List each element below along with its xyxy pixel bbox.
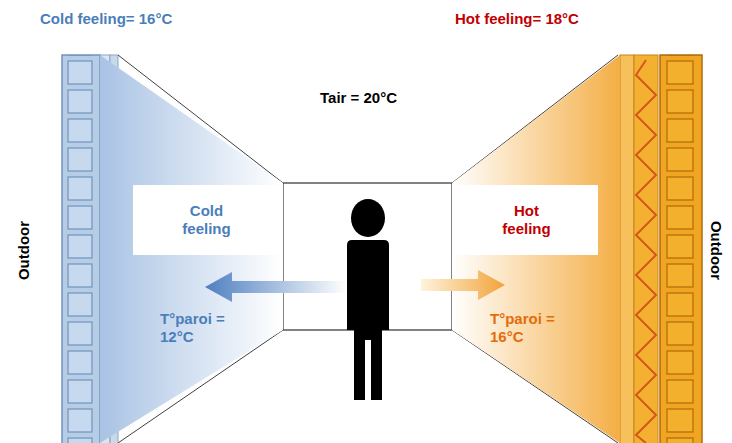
brick-pattern [62, 55, 100, 443]
wall-zone: T°paroi = 16°C Hot feeling [452, 55, 620, 443]
label-box: Hot feeling [455, 185, 598, 255]
brick-pattern [660, 55, 702, 443]
outdoor-label: Outdoor [709, 220, 726, 279]
air-temperature: Tair = 20°C [320, 89, 397, 106]
feeling-label: Cold feeling [172, 202, 242, 238]
hot-feeling-title: Hot feeling= 18°C [455, 10, 579, 27]
person [347, 199, 389, 400]
wall-temperature: T°paroi = 12°C [160, 310, 250, 346]
insulation-panel [620, 55, 634, 443]
heating-coil [636, 60, 656, 443]
heat-gain-arrow [421, 270, 505, 300]
outdoor-label: Outdoor [16, 220, 33, 279]
brick-wall [62, 55, 100, 443]
cold-feeling-title: Cold feeling= 16°C [40, 10, 172, 27]
heat-loss-arrow [205, 272, 347, 302]
wall-temperature: T°paroi = 16°C [490, 310, 580, 346]
wall-zone: T°paroi = 12°C Cold feeling [100, 55, 283, 443]
heating-panel [634, 55, 658, 443]
brick-wall [660, 55, 702, 443]
feeling-label: Hot feeling [492, 202, 562, 238]
label-box: Cold feeling [133, 185, 280, 255]
